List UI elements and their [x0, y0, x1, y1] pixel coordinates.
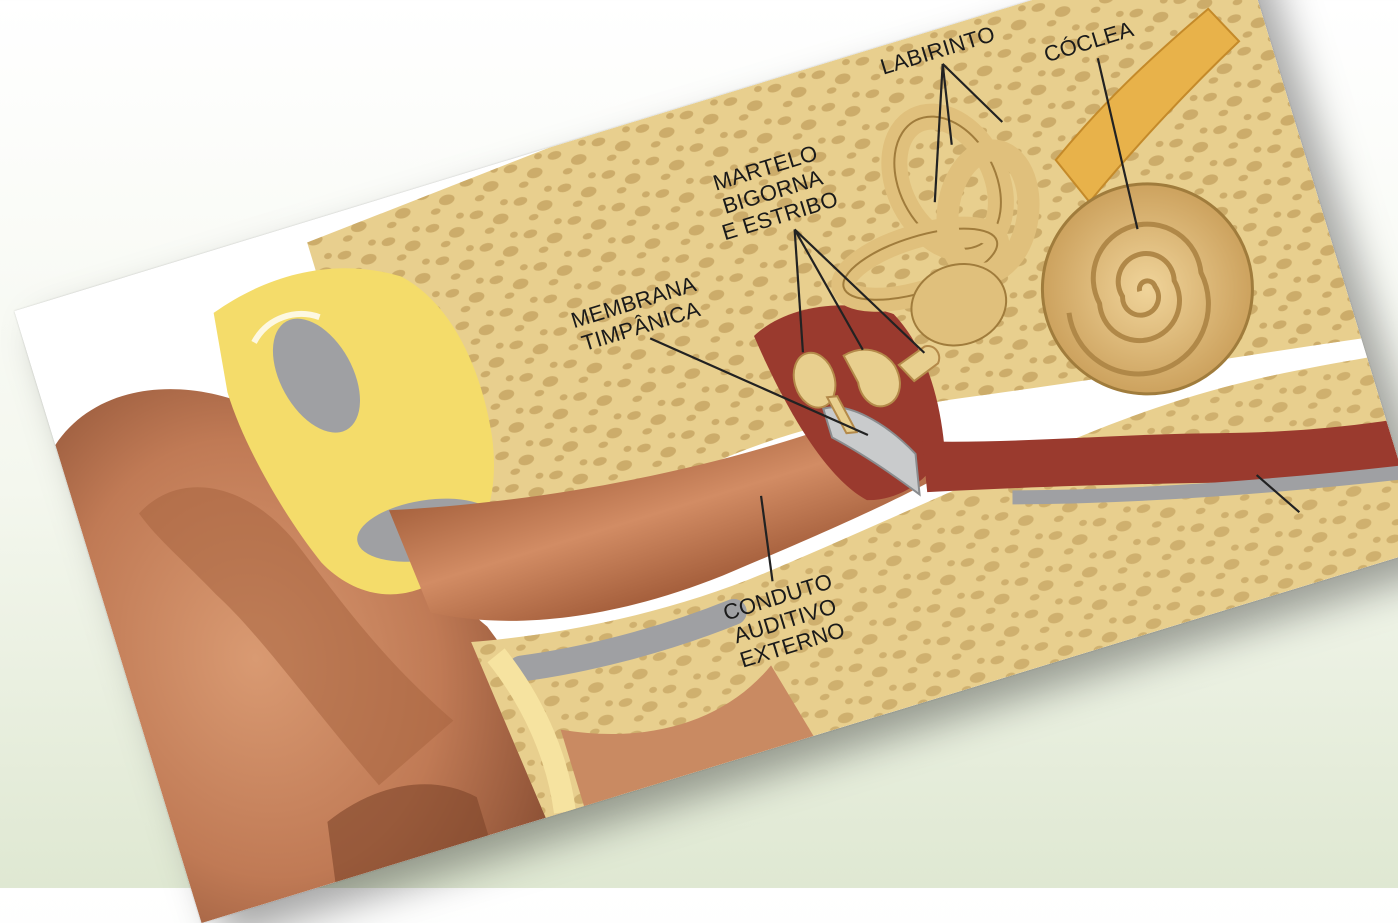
ear-illustration — [14, 0, 1398, 923]
ear-anatomy-card: LABIRINTO CÓCLEA MARTELO BIGORNA E ESTRI… — [14, 0, 1398, 923]
